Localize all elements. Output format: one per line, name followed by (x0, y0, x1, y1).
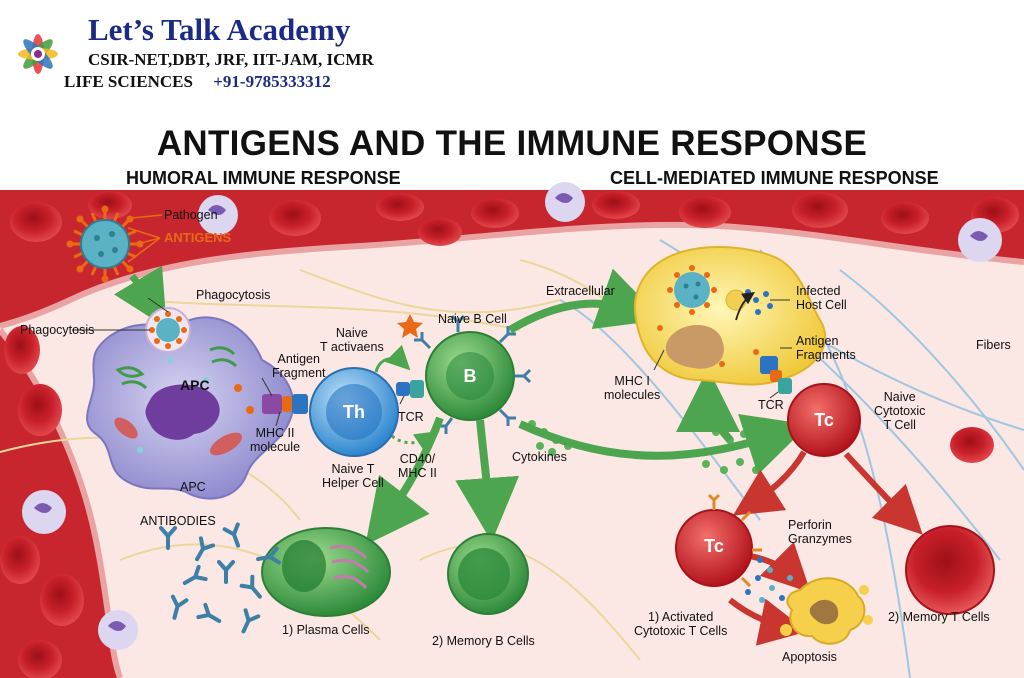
label-fibers: Fibers (976, 338, 1011, 352)
label-naive-b-cell: Naive B Cell (438, 312, 507, 326)
label-tc-active: Tc (704, 536, 724, 556)
label-phagocytosis-left: Phagocytosis (20, 323, 95, 337)
label-perforin-granzymes: Perforin Granzymes (788, 518, 852, 546)
label-th: Th (343, 402, 365, 422)
activated-tc-cell (675, 493, 762, 588)
label-pointers (72, 297, 792, 427)
label-pathogen: Pathogen (164, 208, 218, 222)
brand-subject: LIFE SCIENCES (64, 72, 193, 91)
section-humoral: HUMORAL IMMUNE RESPONSE (126, 168, 401, 188)
label-antigens: ANTIGENS (164, 230, 232, 245)
label-activated-tc: 1) Activated Cytotoxic T Cells (634, 610, 728, 638)
label-antigen-fragment: Antigen Fragment (272, 352, 326, 380)
label-tc-naive: Tc (814, 410, 834, 430)
antibodies (159, 522, 282, 634)
label-b: B (463, 366, 477, 386)
brand-phone: +91-9785333312 (213, 72, 331, 91)
red-blood-cells (0, 191, 1019, 678)
b-cell (414, 314, 532, 434)
cd40-signal (391, 431, 440, 455)
label-extracellular: Extracellular (546, 284, 615, 298)
apoptotic-cell (780, 577, 873, 645)
naive-tc-cell (787, 383, 861, 457)
host-virus-icon (667, 265, 717, 315)
label-apoptosis: Apoptosis (782, 650, 837, 664)
apc-cell (86, 316, 295, 500)
antigen-star-icon (397, 314, 423, 338)
engulfed-virus-icon (145, 307, 191, 353)
brand-contact: LIFE SCIENCES +91-9785333312 (64, 72, 331, 92)
brand-name: Let’s Talk Academy (88, 12, 351, 47)
label-phagocytosis-top: Phagocytosis (196, 288, 271, 302)
label-cytokines: Cytokines (512, 450, 567, 464)
label-naive-t-activaens: Naive T activaens (320, 326, 384, 354)
arrow-pathogen-to-apc (113, 265, 167, 329)
label-tcr-left: TCR (398, 410, 424, 424)
label-cd40-mhc-ii: CD40/ MHC II (398, 452, 437, 480)
pathogen-virus-icon (66, 205, 144, 283)
th-cell (309, 367, 399, 457)
memory-b-cell (447, 533, 529, 615)
section-cell-mediated: CELL-MEDIATED IMMUNE RESPONSE (610, 168, 939, 188)
label-naive-cytotoxic: Naive Cytotoxic T Cell (874, 390, 926, 432)
white-blood-cells (22, 182, 1002, 650)
label-infected-host-cell: Infected Host Cell (796, 284, 847, 312)
academy-logo-icon (18, 34, 58, 74)
plasma-cell (261, 527, 391, 617)
label-plasma-cells: 1) Plasma Cells (282, 623, 370, 637)
label-tcr-right: TCR (758, 398, 784, 412)
label-mhc-i-molecules: MHC I molecules (604, 374, 661, 402)
green-arrows (365, 268, 809, 546)
mhc-i-tcr-complex (760, 356, 792, 394)
label-antigen-fragments: Antigen Fragments (796, 334, 856, 362)
label-mhc-ii-molecule: MHC II molecule (250, 426, 301, 454)
brand-exams: CSIR-NET,DBT, JRF, IIT-JAM, ICMR (88, 50, 374, 69)
top-blood-vessel (0, 190, 1024, 326)
label-apc-outer: APC (180, 480, 206, 494)
label-apc-inner: APC (180, 377, 210, 393)
mhc-ii-complex (262, 394, 308, 414)
label-antibodies: ANTIBODIES (140, 514, 216, 528)
antigen-pointers (127, 214, 163, 263)
label-memory-t-cells: 2) Memory T Cells (888, 610, 990, 624)
label-naive-t-helper: Naive T Helper Cell (322, 462, 384, 490)
tcr-complex-th-b (374, 344, 424, 398)
diagram-title: ANTIGENS AND THE IMMUNE RESPONSE (156, 124, 868, 163)
brand-header: Let’s Talk Academy CSIR-NET,DBT, JRF, II… (8, 6, 408, 92)
memory-t-cell (905, 525, 995, 615)
perforin-granules (745, 557, 793, 603)
label-memory-b-cells: 2) Memory B Cells (432, 634, 535, 648)
